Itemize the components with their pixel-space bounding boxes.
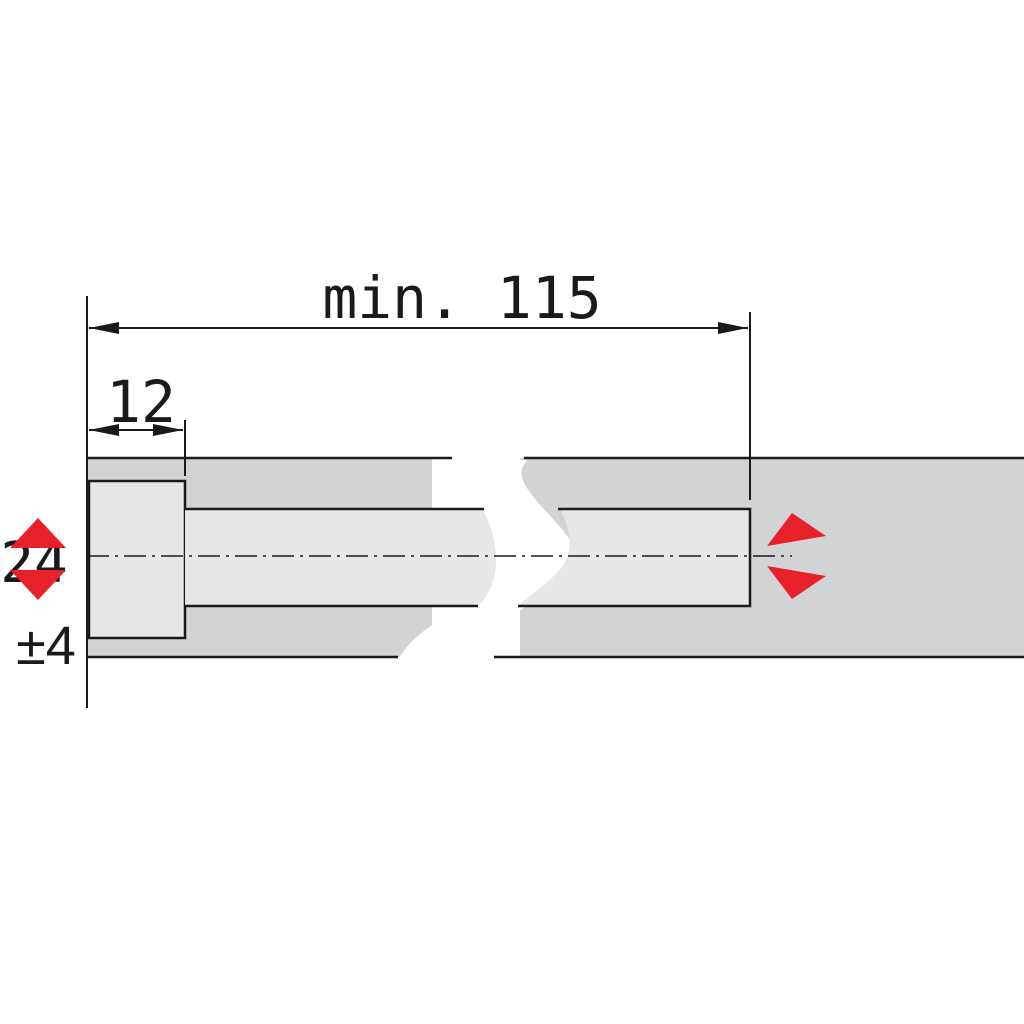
part-shaft-left xyxy=(185,509,497,606)
shaft-outline-right xyxy=(518,507,752,608)
adjust-up-arrow xyxy=(10,518,66,548)
part-shaft-right xyxy=(518,509,750,606)
adjust-arrow-right-lower xyxy=(767,566,826,599)
adjust-arrow-right-upper xyxy=(767,513,826,546)
dimension-label-head: 12 xyxy=(106,368,176,436)
adjust-down-arrow xyxy=(10,570,66,600)
dimension-label-tolerance: ±4 xyxy=(16,616,76,676)
dimension-label-overall: min. 115 xyxy=(322,264,601,332)
break-line xyxy=(398,460,574,660)
part-head xyxy=(87,479,187,640)
